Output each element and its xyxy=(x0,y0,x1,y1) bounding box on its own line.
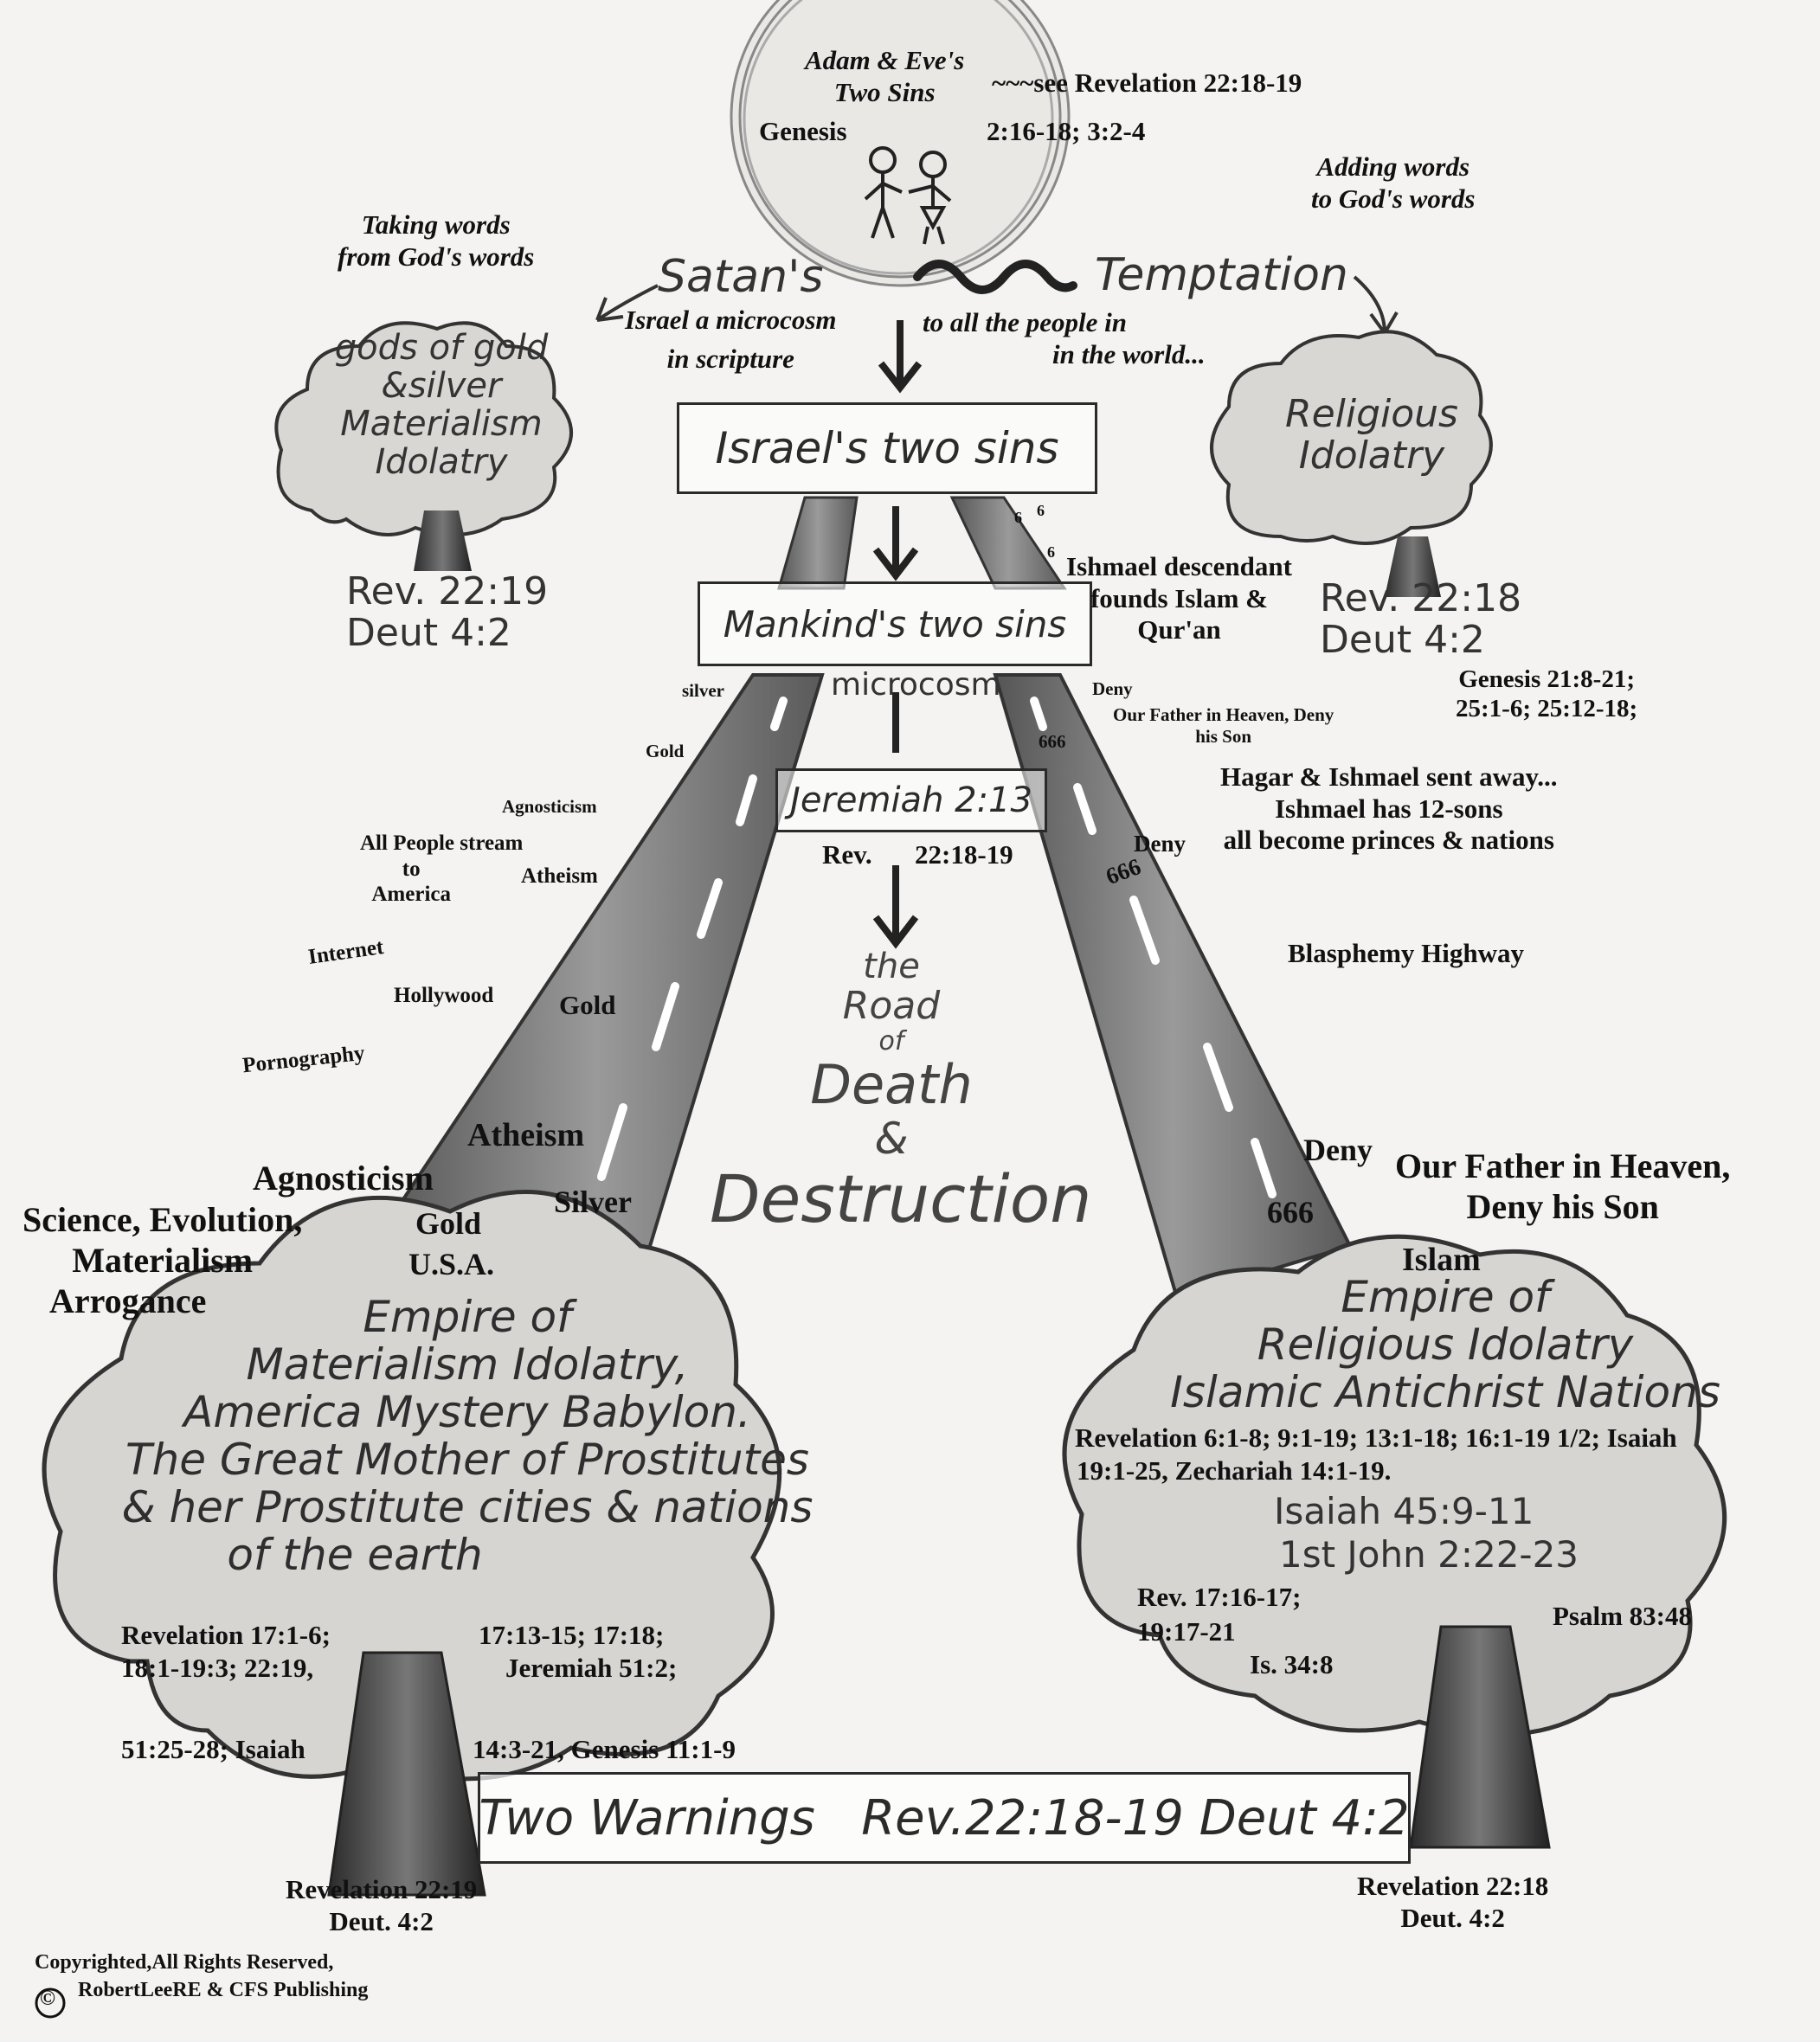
atheism-big: Atheism xyxy=(467,1117,585,1153)
jeremiah-box: Jeremiah 2:13 xyxy=(775,768,1047,832)
our-father-big: Our Father in Heaven, Deny his Son xyxy=(1395,1146,1731,1227)
gold-mid: Gold xyxy=(559,990,616,1020)
n666-1: 666 xyxy=(1039,731,1066,752)
left-ref-3a: 51:25-28; Isaiah xyxy=(121,1734,305,1764)
israel-microcosm: Israel a microcosm in scripture xyxy=(625,305,837,374)
adding-words: Adding words to God's words xyxy=(1311,151,1476,214)
genesis-ref: 2:16-18; 3:2-4 xyxy=(987,116,1146,146)
agnosticism-small: Agnosticism xyxy=(502,796,597,817)
arrow-down-4 xyxy=(872,865,919,949)
see-revelation: ~~~see Revelation 22:18-19 xyxy=(992,67,1302,98)
ishmael-descendant: Ishmael descendant founds Islam & Qur'an xyxy=(1066,551,1292,645)
adam-eve-title-line1: Adam & Eve's xyxy=(805,45,965,75)
cloud-top-left xyxy=(274,321,573,536)
deny-small: Deny xyxy=(1092,678,1133,699)
gold-small: Gold xyxy=(646,741,685,761)
six-1: 6 xyxy=(1014,509,1022,526)
left-ref-2a: 18:1-19:3; 22:19, xyxy=(121,1653,314,1683)
psalm-ref: Psalm 83:48 xyxy=(1553,1601,1693,1631)
two-warnings-box: Two Warnings Rev.22:18-19 Deut 4:2 xyxy=(478,1772,1411,1864)
genesis-label: Genesis xyxy=(759,116,847,146)
cloud-left-text: gods of gold &silver Materialism Idolatr… xyxy=(334,328,549,482)
adam-eve-title: Adam & Eve's Two Sins xyxy=(805,45,964,108)
isaiah-hand: Isaiah 45:9-11 xyxy=(1274,1490,1534,1532)
atheism-small: Atheism xyxy=(521,864,598,888)
left-empire-text: Empire of Materialism Idolatry, America … xyxy=(121,1292,814,1580)
all-people-stream: All People stream to America xyxy=(360,832,524,906)
trunk-bottom-right xyxy=(1409,1625,1551,1849)
left-ref-3b: 14:3-21, Genesis 11:1-9 xyxy=(473,1734,736,1764)
john-hand: 1st John 2:22-23 xyxy=(1279,1533,1579,1576)
israel-two-sins-box: Israel's two sins xyxy=(677,402,1097,494)
arrow-down-1 xyxy=(878,320,923,394)
arrow-right xyxy=(1353,275,1399,335)
sun-circle xyxy=(730,0,1071,287)
left-ref-1a: Revelation 17:1-6; xyxy=(121,1620,331,1650)
science-evolution: Science, Evolution, Materialism Arroganc… xyxy=(23,1200,303,1321)
our-father-small: Our Father in Heaven, Deny his Son xyxy=(1113,704,1334,747)
road-right-dashes xyxy=(1030,697,1277,1198)
trunk-top-right xyxy=(1385,536,1441,597)
right-ref-2: 19:1-25, Zechariah 14:1-19. xyxy=(1077,1455,1392,1486)
adam-eve-figures xyxy=(864,146,952,245)
microcosm-label: microcosm xyxy=(831,667,1001,703)
rev-label: Rev. xyxy=(822,839,872,870)
mankind-two-sins-box: Mankind's two sins xyxy=(698,581,1092,666)
cloud-right-text: Religious Idolatry xyxy=(1285,392,1458,478)
arrow-left xyxy=(595,284,659,322)
blasphemy-highway: Blasphemy Highway xyxy=(1288,938,1525,968)
six-2: 6 xyxy=(1037,502,1045,519)
right-empire-text: Empire of Religious Idolatry Islamic Ant… xyxy=(1170,1272,1720,1417)
arrow-down-2 xyxy=(872,506,919,581)
rev-ref: 22:18-19 xyxy=(915,839,1013,870)
adam-eve-title-line2: Two Sins xyxy=(833,76,936,107)
taking-words: Taking words from God's words xyxy=(338,209,535,272)
all-people-world: to all the people in in the world... xyxy=(923,307,1206,369)
trunk-bottom-left xyxy=(327,1651,486,1897)
right-ref-1: Revelation 6:1-8; 9:1-19; 13:1-18; 16:1-… xyxy=(1075,1422,1677,1453)
copyright-symbol: © xyxy=(40,1987,55,2010)
left-ref-2b: Jeremiah 51:2; xyxy=(505,1653,678,1683)
road-left-dashes xyxy=(597,697,788,1181)
copyright-line1: Copyrighted,All Rights Reserved, xyxy=(35,1951,334,1974)
left-bottom-ref: Revelation 22:19 Deut. 4:2 xyxy=(286,1874,478,1936)
temptation-label: Temptation xyxy=(1095,249,1348,301)
hagar-ishmael: Hagar & Ishmael sent away... Ishmael has… xyxy=(1220,761,1558,856)
usa-label: U.S.A. xyxy=(408,1247,495,1281)
cloud-right-ref: Rev. 22:18 Deut 4:2 xyxy=(1320,576,1522,663)
cloud-left-ref: Rev. 22:19 Deut 4:2 xyxy=(346,569,549,656)
is34-ref: Is. 34:8 xyxy=(1250,1649,1334,1679)
gold-big: Gold xyxy=(415,1206,482,1241)
rev17-ref: Rev. 17:16-17; xyxy=(1137,1582,1302,1612)
left-ref-1b: 17:13-15; 17:18; xyxy=(479,1620,665,1650)
right-bottom-ref: Revelation 22:18 Deut. 4:2 xyxy=(1357,1871,1549,1933)
six-3: 6 xyxy=(1047,543,1055,561)
silver-big: Silver xyxy=(554,1185,632,1219)
trunk-top-left xyxy=(414,510,472,571)
copyright-line2: RobertLeeRE & CFS Publishing xyxy=(78,1979,369,2001)
islam-label: Islam xyxy=(1402,1242,1481,1278)
agnosticism-big: Agnosticism xyxy=(253,1159,434,1198)
satan-label: Satan's xyxy=(658,251,824,303)
genesis-ishmael-ref: Genesis 21:8-21; 25:1-6; 25:12-18; xyxy=(1456,665,1638,723)
upper-road-left xyxy=(777,496,859,590)
hollywood-label: Hollywood xyxy=(394,984,494,1007)
n666-3: 666 xyxy=(1267,1195,1314,1230)
silver-small: silver xyxy=(682,680,724,701)
deny-big: Deny xyxy=(1303,1133,1373,1167)
copyright-circle xyxy=(35,1987,66,2019)
serpent xyxy=(913,260,1077,294)
deny-mid: Deny xyxy=(1134,831,1186,857)
cloud-bottom-right xyxy=(1062,1234,1727,1737)
road-of-death-text: the Road of Death & Destruction xyxy=(710,947,1092,1237)
cloud-top-right xyxy=(1210,330,1493,545)
rev19-ref: 19:17-21 xyxy=(1137,1616,1236,1647)
